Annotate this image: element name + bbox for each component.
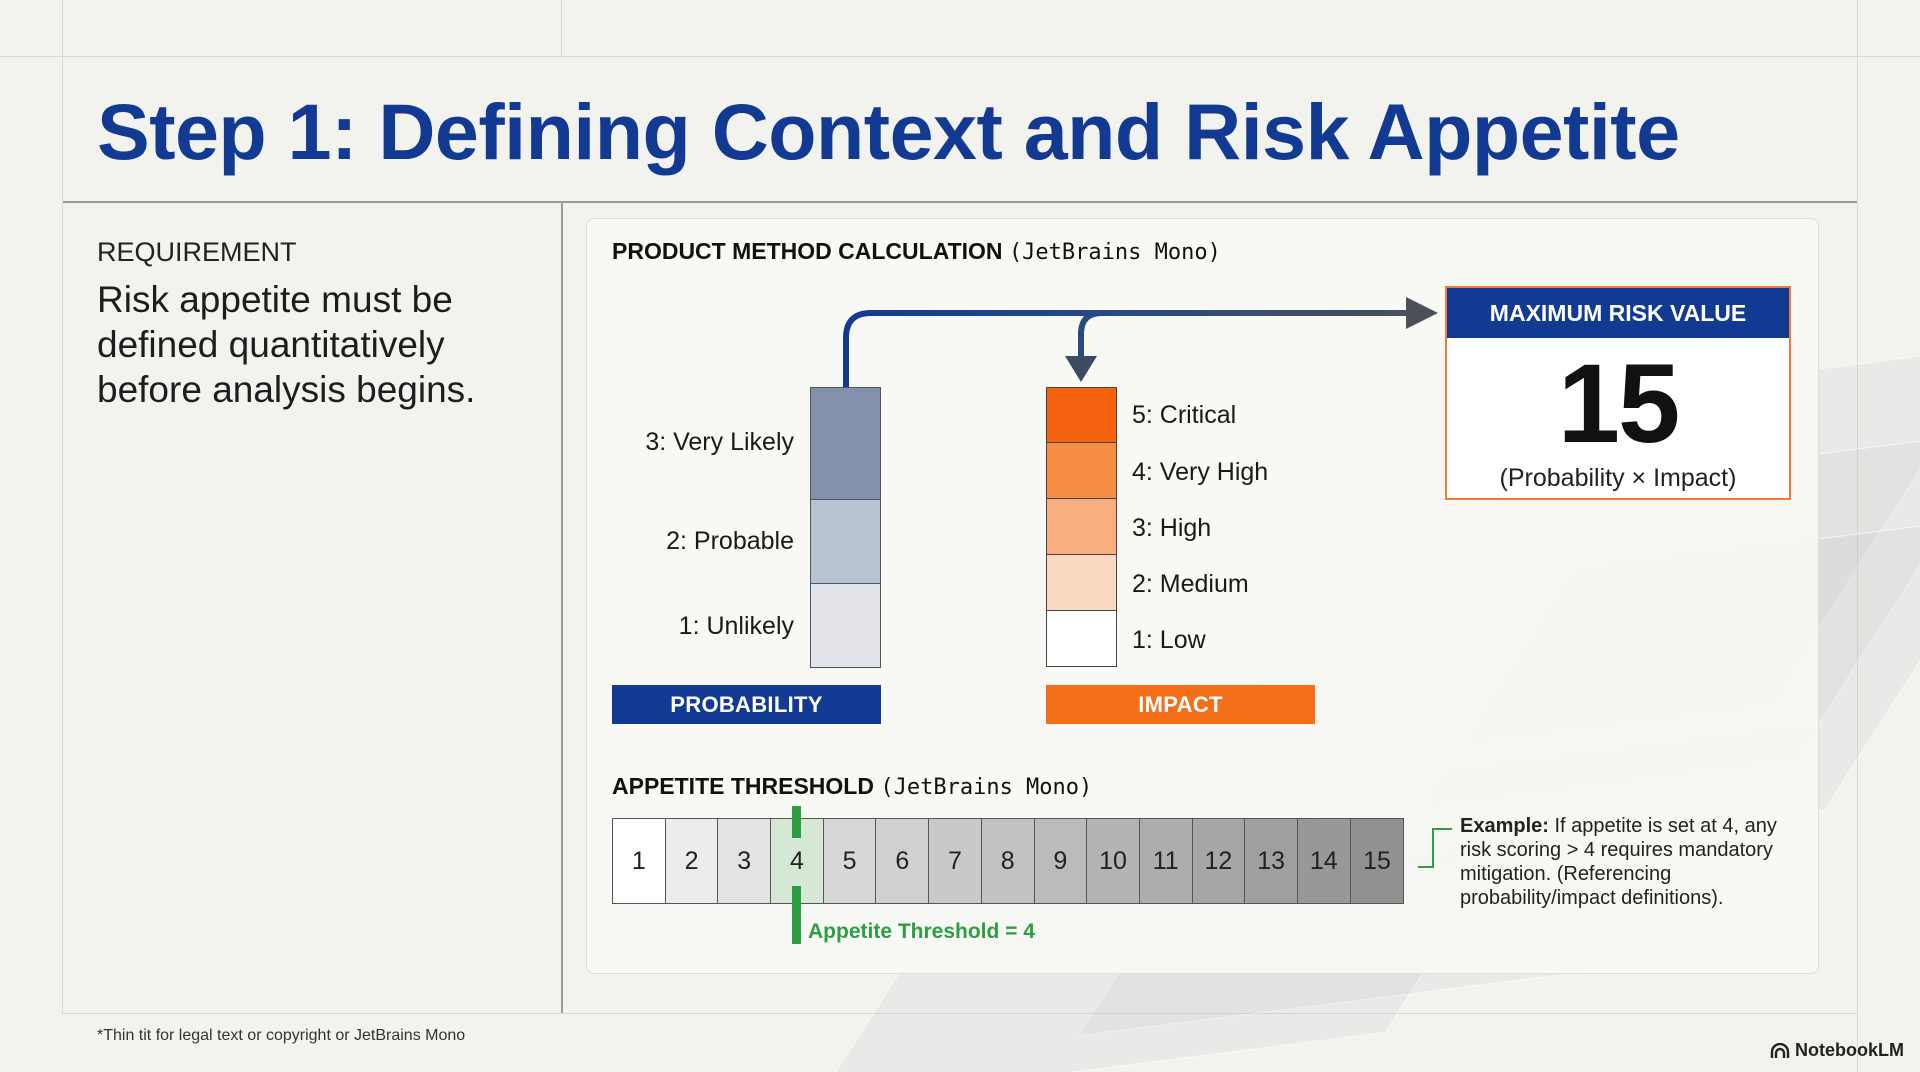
example-bold-label: Example: (1460, 815, 1549, 837)
example-note: Example: If appetite is set at 4, any ri… (1460, 814, 1780, 910)
brand-name: NotebookLM (1795, 1040, 1904, 1061)
footnote: *Thin tit for legal text or copyright or… (97, 1027, 465, 1045)
notebooklm-logo-icon (1770, 1043, 1790, 1059)
notebooklm-brand: NotebookLM (1770, 1040, 1904, 1061)
